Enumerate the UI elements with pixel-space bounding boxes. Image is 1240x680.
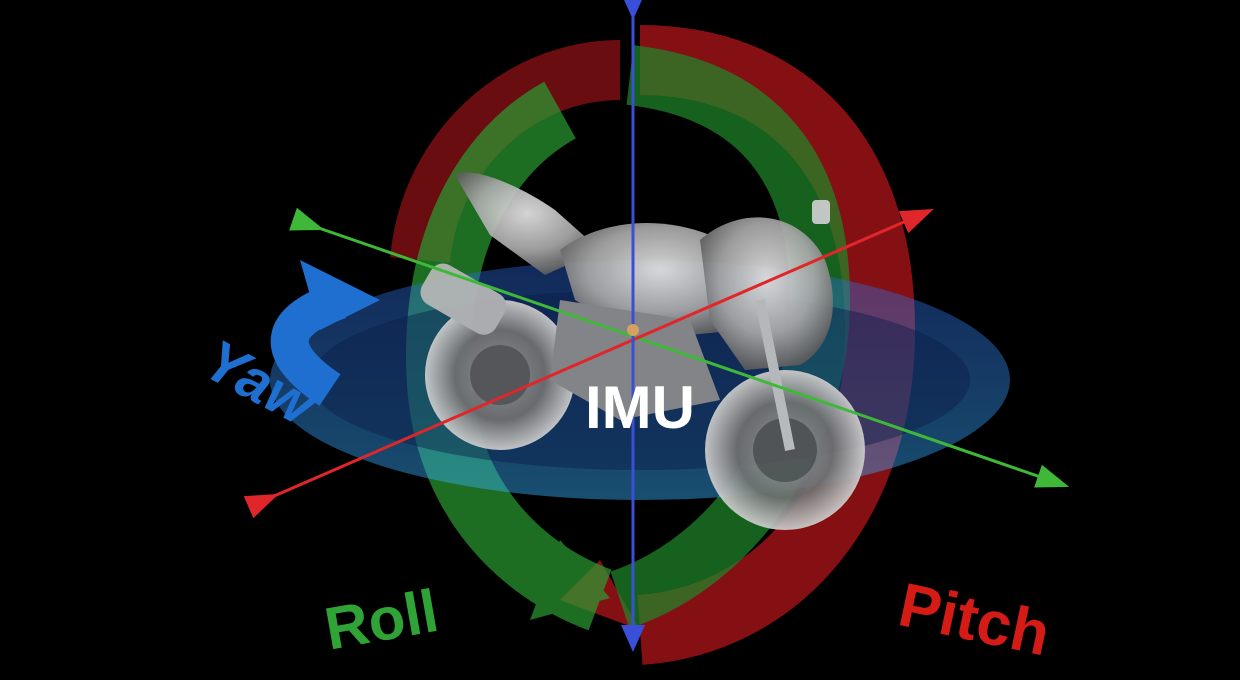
roll-label: Roll <box>320 577 443 663</box>
pitch-label: Pitch <box>893 570 1056 669</box>
imu-label: IMU <box>585 374 695 441</box>
imu-sensor-dot <box>627 324 639 336</box>
pitch-axis-line <box>243 209 934 519</box>
